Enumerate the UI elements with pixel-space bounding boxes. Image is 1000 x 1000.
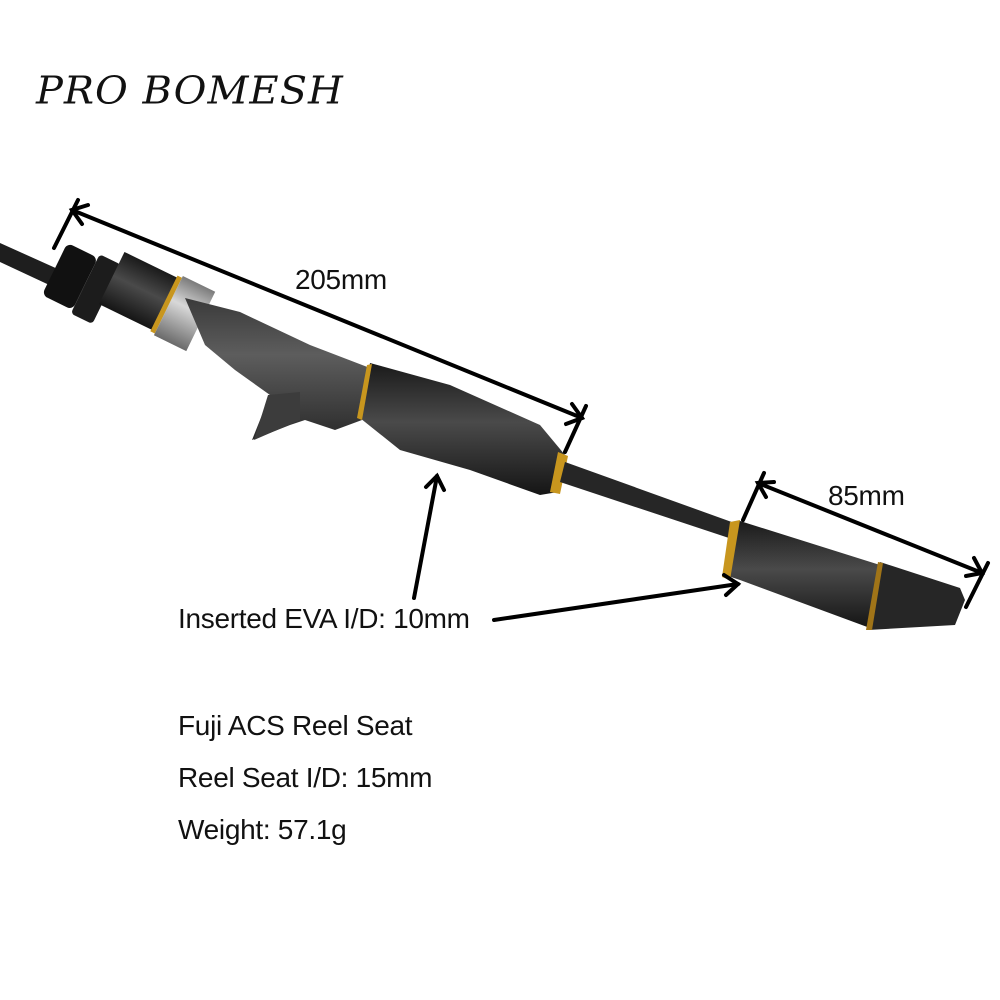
rod-blank-left: [0, 243, 60, 290]
spec-weight: Weight: 57.1g: [178, 814, 347, 845]
spec-list: Fuji ACS Reel Seat Reel Seat I/D: 15mm W…: [178, 706, 432, 862]
trigger-grip: [185, 298, 370, 440]
dimension-arrow-205mm: [52, 198, 588, 454]
locking-nut: [43, 244, 120, 323]
dimension-arrow-85mm: [741, 471, 990, 609]
rear-grip: [357, 363, 568, 495]
butt-grip: [722, 520, 965, 630]
callout-arrow-eva: [412, 472, 742, 622]
brand-logo: PRO BOMESH: [36, 69, 344, 113]
rod-blank-middle: [560, 462, 740, 540]
callout-eva-id: Inserted EVA I/D: 10mm: [178, 603, 470, 634]
spec-reel-seat: Fuji ACS Reel Seat: [178, 710, 413, 741]
reel-seat-carbon: [99, 251, 216, 352]
spec-reel-seat-id: Reel Seat I/D: 15mm: [178, 762, 433, 793]
dimension-label-85mm: 85mm: [828, 480, 905, 511]
dimension-label-205mm: 205mm: [295, 264, 387, 295]
